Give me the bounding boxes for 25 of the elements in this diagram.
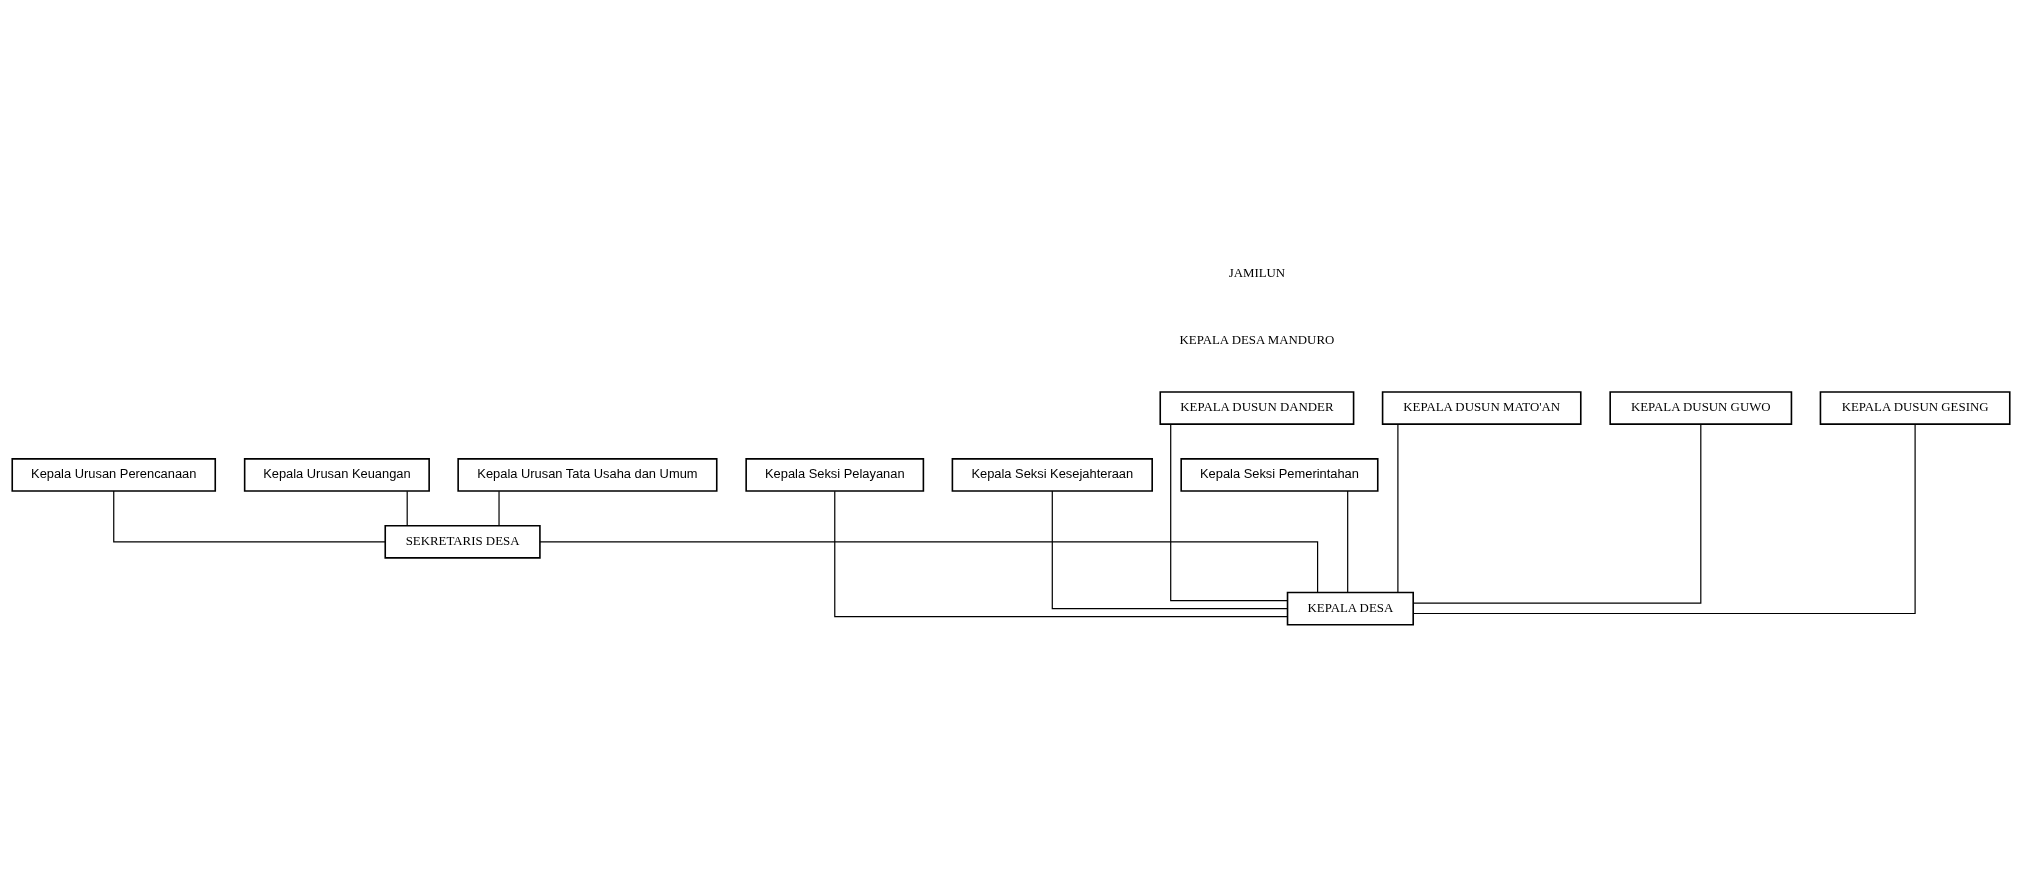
label: KEPALA DESA MANDURO [1179,332,1335,347]
node-box: SEKRETARIS DESA [384,524,541,559]
connector [406,490,408,526]
node-box: KEPALA DUSUN DANDER [1159,390,1355,425]
connector [1412,423,1916,614]
connector [113,490,386,542]
node-box: Kepala Urusan Tata Usaha dan Umum [457,457,718,492]
connector [1397,423,1399,593]
node-box: Kepala Seksi Pemerintahan [1180,457,1379,492]
node-box: KEPALA DUSUN GESING [1819,390,2011,425]
node-box: Kepala Urusan Perencanaan [11,457,217,492]
node-box: Kepala Urusan Keuangan [243,457,430,492]
node-box: Kepala Seksi Kesejahteraan [951,457,1153,492]
connector [539,540,1319,593]
connector [834,490,1288,617]
node-box: KEPALA DUSUN GUWO [1609,390,1793,425]
connector [498,490,500,526]
node-box: KEPALA DESA [1286,591,1414,626]
label: JAMILUN [1228,265,1286,280]
node-box: Kepala Seksi Pelayanan [745,457,925,492]
connector [1412,423,1702,604]
connector [1170,423,1288,601]
node-box: KEPALA DUSUN MATO'AN [1381,390,1582,425]
connector [1347,490,1349,593]
connector [1051,489,1289,609]
